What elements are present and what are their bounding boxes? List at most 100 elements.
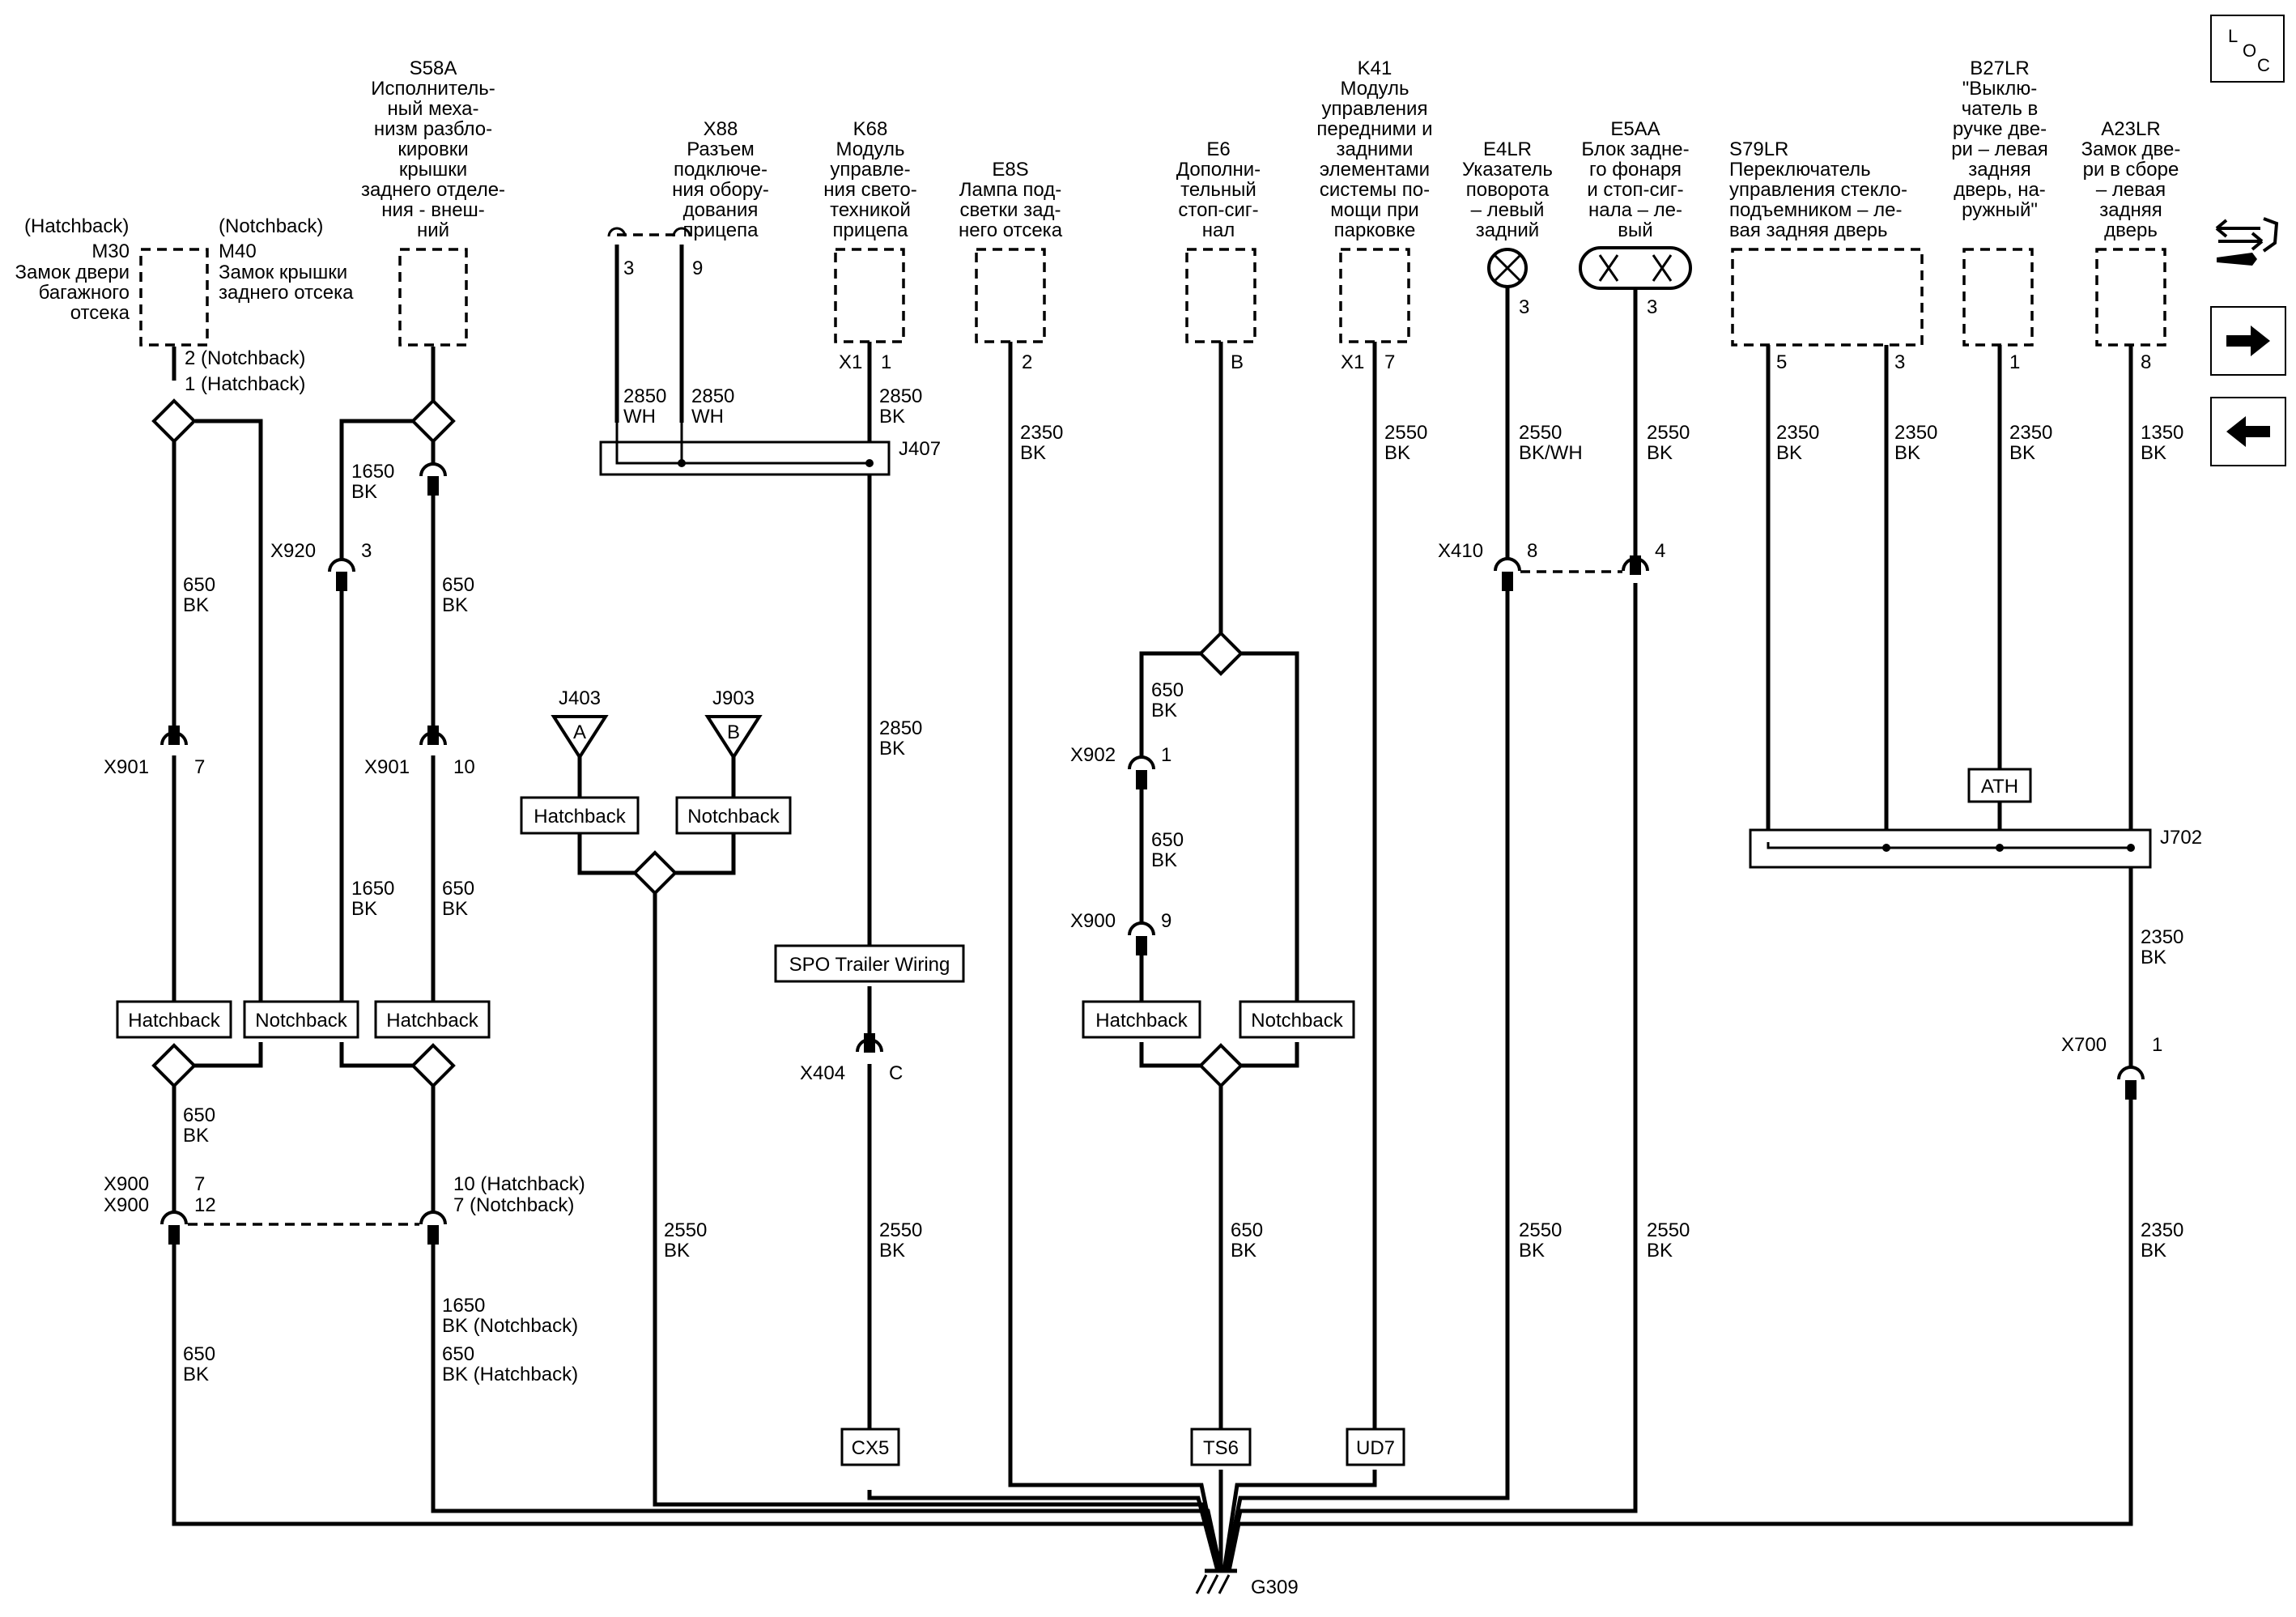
svg-text:парковке: парковке — [1334, 219, 1416, 241]
svg-text:650: 650 — [1151, 829, 1184, 851]
svg-text:BK: BK — [1020, 442, 1046, 464]
svg-text:го фонаря: го фонаря — [1589, 159, 1682, 181]
svg-text:дверь: дверь — [2104, 219, 2158, 241]
jumper-j403[interactable]: J403 A — [551, 687, 609, 760]
svg-text:вая задняя дверь: вая задняя дверь — [1729, 219, 1887, 241]
svg-text:заднего отделе-: заднего отделе- — [361, 179, 505, 201]
splice-pack-j407[interactable]: J407 — [599, 423, 941, 476]
svg-text:ручке две-: ручке две- — [1953, 118, 2047, 140]
svg-text:BK: BK — [2141, 947, 2166, 968]
component-b27lr[interactable] — [1962, 248, 2034, 347]
svg-text:TS6: TS6 — [1203, 1437, 1239, 1459]
svg-text:3: 3 — [623, 257, 634, 279]
svg-text:E6: E6 — [1206, 138, 1230, 160]
svg-text:X1: X1 — [839, 351, 862, 373]
svg-text:3: 3 — [1894, 351, 1905, 373]
svg-text:нал: нал — [1202, 219, 1235, 241]
component-a23lr[interactable] — [2095, 248, 2166, 347]
svg-text:(Notchback): (Notchback) — [219, 215, 323, 237]
svg-text:B27LR: B27LR — [1970, 57, 2029, 79]
svg-text:O: O — [2243, 40, 2256, 61]
loc-button[interactable]: L O C — [2210, 15, 2285, 83]
svg-text:X900: X900 — [104, 1194, 149, 1216]
splice-hatch-bottom — [151, 1043, 197, 1088]
label-m30: (Hatchback) M30 Замок двери багажного от… — [15, 215, 306, 395]
svg-text:задняя: задняя — [1968, 159, 2031, 181]
svg-text:"Выклю-: "Выклю- — [1962, 78, 2038, 100]
wire-labels: 2850 WH 2850 WH 2850 BK 2850 BK 2350 BK … — [183, 385, 2183, 1385]
lamp-e5aa-icon — [1579, 246, 1692, 290]
lamp-e4lr-icon — [1487, 248, 1528, 288]
inline-connectors[interactable] — [160, 462, 2145, 1245]
next-page-button[interactable] — [2210, 306, 2286, 376]
svg-text:ружный": ружный" — [1962, 199, 2038, 221]
jumper-j903[interactable]: J903 B — [704, 687, 763, 760]
svg-text:UD7: UD7 — [1356, 1437, 1395, 1459]
svg-text:BK: BK — [1647, 1240, 1673, 1262]
svg-text:E4LR: E4LR — [1483, 138, 1532, 160]
component-s79lr[interactable] — [1731, 248, 1924, 347]
svg-text:BK: BK — [1384, 442, 1410, 464]
svg-text:системы по-: системы по- — [1320, 179, 1430, 201]
component-k68[interactable] — [834, 248, 905, 343]
svg-text:650: 650 — [1151, 679, 1184, 701]
svg-text:X920: X920 — [270, 540, 316, 562]
splice-pack-j702[interactable]: J702 — [1749, 827, 2202, 869]
svg-text:кировки: кировки — [398, 138, 468, 160]
svg-text:650: 650 — [183, 1343, 215, 1365]
svg-text:ния - внеш-: ния - внеш- — [381, 199, 485, 221]
svg-text:E5AA: E5AA — [1610, 118, 1660, 140]
svg-text:1650: 1650 — [442, 1295, 485, 1317]
svg-text:прицепа: прицепа — [833, 219, 909, 241]
previous-page-button[interactable] — [2210, 397, 2286, 466]
svg-text:мощи при: мощи при — [1330, 199, 1418, 221]
svg-text:BK: BK — [183, 594, 209, 616]
svg-text:1: 1 — [1161, 744, 1171, 766]
label-k41: K41 Модуль управления передними и задним… — [1316, 57, 1432, 241]
svg-text:Указатель: Указатель — [1462, 159, 1553, 181]
component-k41[interactable] — [1339, 248, 1410, 343]
svg-text:ATH: ATH — [1981, 776, 2018, 798]
svg-text:2850: 2850 — [623, 385, 666, 407]
svg-text:стоп-сиг-: стоп-сиг- — [1178, 199, 1258, 221]
component-e8s[interactable] — [975, 248, 1046, 343]
connector-x88[interactable]: 3 9 — [607, 227, 703, 279]
svg-text:2850: 2850 — [879, 717, 922, 739]
pin-labels: X1 1 2 B X1 7 3 3 5 3 1 8 — [839, 296, 2151, 373]
svg-text:ния обору-: ния обору- — [672, 179, 769, 201]
svg-text:управления стекло-: управления стекло- — [1729, 179, 1907, 201]
svg-text:2 (Notchback): 2 (Notchback) — [185, 347, 305, 369]
svg-text:B: B — [727, 721, 740, 743]
label-m40: (Notchback) M40 Замок крышки заднего отс… — [219, 215, 354, 304]
component-s58a[interactable] — [398, 248, 468, 347]
svg-text:K41: K41 — [1358, 57, 1392, 79]
svg-text:A: A — [573, 721, 586, 743]
svg-text:7 (Notchback): 7 (Notchback) — [453, 1194, 574, 1216]
svg-text:C: C — [2257, 55, 2270, 75]
svg-text:9: 9 — [692, 257, 703, 279]
option-labels[interactable]: Hatchback Notchback Hatchback Hatchback … — [116, 768, 2032, 1466]
svg-text:650: 650 — [442, 878, 474, 900]
svg-text:2350: 2350 — [1020, 422, 1063, 444]
svg-text:BK: BK — [1231, 1240, 1256, 1262]
component-m30[interactable] — [139, 248, 209, 347]
svg-text:5: 5 — [1776, 351, 1787, 373]
svg-text:вый: вый — [1618, 219, 1652, 241]
label-a23lr: A23LR Замок две- ри в сборе – левая задн… — [2081, 118, 2181, 241]
connector-view-button[interactable] — [2210, 194, 2283, 275]
svg-text:C: C — [889, 1062, 903, 1084]
svg-text:задними: задними — [1337, 138, 1414, 160]
svg-text:Блок задне-: Блок задне- — [1581, 138, 1689, 160]
ground-g309-icon: G309 — [1195, 1568, 1299, 1598]
svg-text:10 (Hatchback): 10 (Hatchback) — [453, 1173, 585, 1195]
svg-text:2550: 2550 — [1384, 422, 1427, 444]
svg-text:дверь, на-: дверь, на- — [1954, 179, 2046, 201]
svg-text:BK/WH: BK/WH — [1519, 442, 1583, 464]
connector-labels: X920 3 X901 7 X901 10 X900 X900 7 12 10 … — [104, 540, 2162, 1216]
svg-text:поворота: поворота — [1466, 179, 1550, 201]
label-b27lr: B27LR "Выклю- чатель в ручке две- ри – л… — [1951, 57, 2048, 221]
svg-text:Hatchback: Hatchback — [128, 1010, 220, 1032]
component-e6[interactable] — [1185, 248, 1256, 343]
svg-text:X901: X901 — [364, 756, 410, 778]
svg-text:ний: ний — [417, 219, 449, 241]
